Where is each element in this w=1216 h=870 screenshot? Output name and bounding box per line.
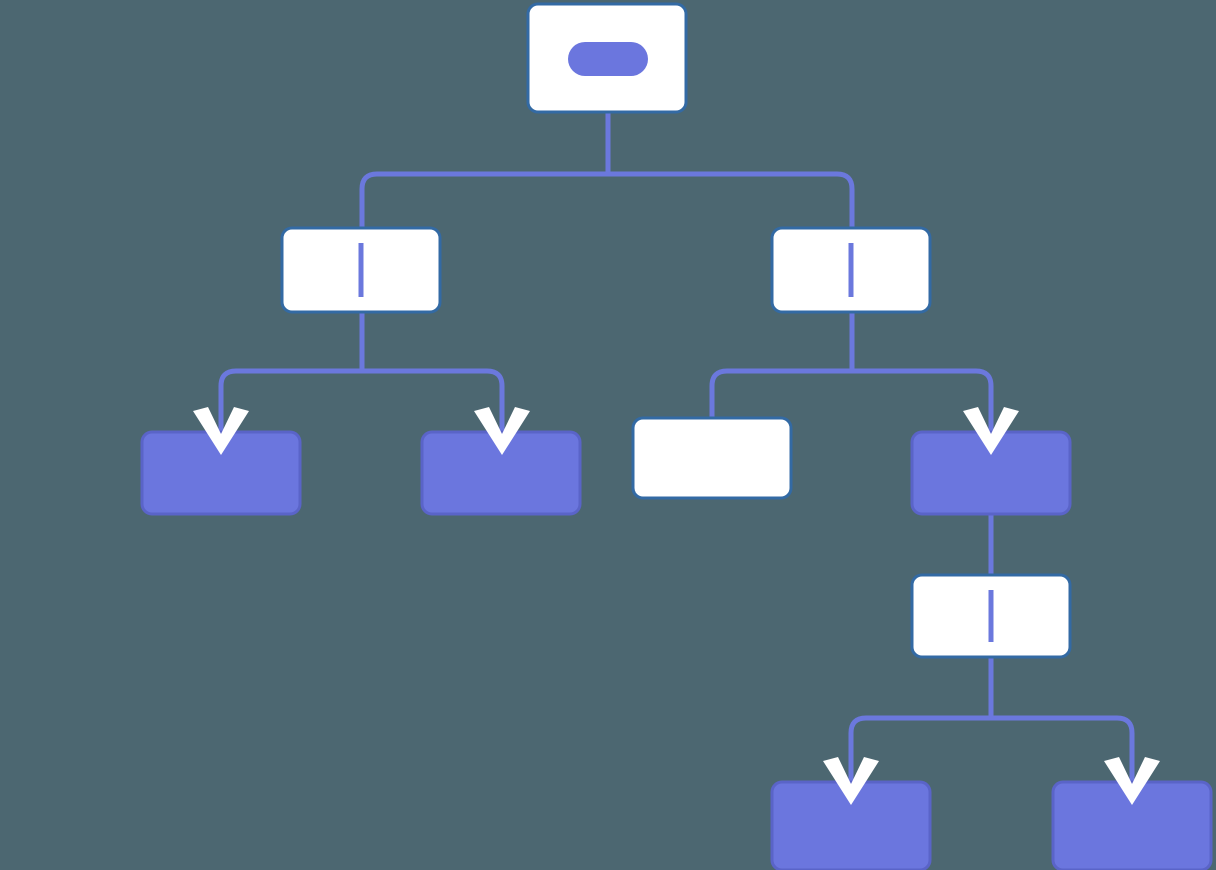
edge-root-to-branch-right <box>608 171 855 297</box>
inner-line-layer <box>358 243 994 642</box>
node-layer <box>140 2 1213 870</box>
arrow-marker-down-f <box>1104 757 1160 805</box>
arrow-marker-down-d <box>963 407 1019 455</box>
edge-branch-left-to-leaf-b <box>362 368 505 438</box>
arrow-marker-down-a <box>193 407 249 455</box>
edge-branch-right-to-branch-d <box>852 368 994 438</box>
arrow-marker-down-b <box>474 407 530 455</box>
edge-branch-left-to-leaf-a <box>218 368 362 438</box>
arrow-marker-layer <box>193 407 1160 805</box>
edge-root-to-branch-left <box>359 171 608 297</box>
root-pill-shape <box>568 42 648 76</box>
arrow-marker-down-e <box>823 757 879 805</box>
leaf-node-c[interactable] <box>631 416 793 500</box>
branch-node-d[interactable] <box>910 430 1072 516</box>
leaf-node-a[interactable] <box>140 430 302 516</box>
edge-branch-right-to-leaf-c <box>709 368 852 420</box>
edge-sub-to-leaf-e <box>848 715 991 788</box>
leaf-node-f[interactable] <box>1051 780 1213 870</box>
connector-layer <box>218 58 1135 788</box>
leaf-node-e[interactable] <box>770 780 932 870</box>
edge-sub-to-leaf-f <box>991 715 1135 788</box>
